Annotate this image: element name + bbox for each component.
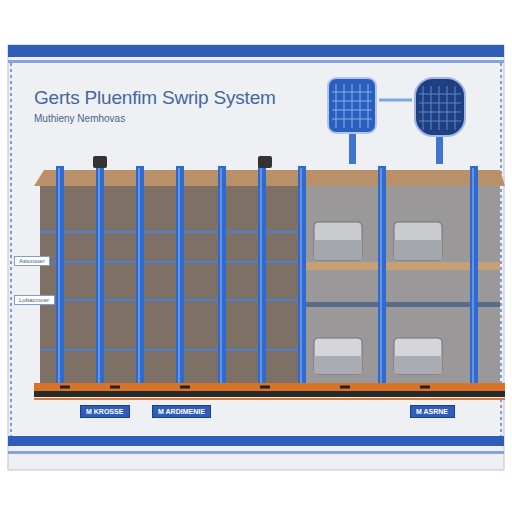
bottom-band bbox=[8, 436, 504, 446]
tag-text: Asiorooer bbox=[19, 258, 45, 264]
base-strip bbox=[34, 383, 505, 391]
top-band bbox=[8, 45, 504, 57]
floor bbox=[34, 391, 505, 397]
floor-line bbox=[34, 398, 505, 400]
part-tag: M ASRNE bbox=[410, 405, 455, 418]
tag-text: Lubacmoer bbox=[19, 297, 50, 303]
diagram-title: Gerts Pluenfim Swrip System bbox=[34, 87, 276, 109]
tag-text: M KROSSE bbox=[86, 408, 124, 415]
cabinet-interior bbox=[40, 186, 500, 384]
top-stripe bbox=[8, 60, 504, 63]
subtitle: Muthieny Nemhovas bbox=[34, 113, 125, 124]
side-border bbox=[10, 63, 12, 436]
side-tag: Lubacmoer bbox=[14, 295, 55, 305]
tag-text: M ARDIMENIE bbox=[158, 408, 205, 415]
posts bbox=[56, 166, 478, 388]
bottom-stripe bbox=[8, 451, 504, 454]
knob bbox=[93, 156, 272, 168]
link-line bbox=[379, 99, 412, 102]
post-highlight bbox=[59, 168, 473, 386]
part-tag: M ARDIMENIE bbox=[152, 405, 211, 418]
side-border bbox=[500, 63, 502, 436]
grid-icon bbox=[415, 78, 465, 164]
panel bbox=[8, 45, 504, 470]
top-shelf bbox=[34, 170, 505, 186]
panel-icon bbox=[328, 78, 376, 164]
base-marks bbox=[60, 386, 430, 389]
tag-text: M ASRNE bbox=[416, 408, 449, 415]
side-tag: Asiorooer bbox=[14, 256, 50, 266]
part-tag: M KROSSE bbox=[80, 405, 130, 418]
